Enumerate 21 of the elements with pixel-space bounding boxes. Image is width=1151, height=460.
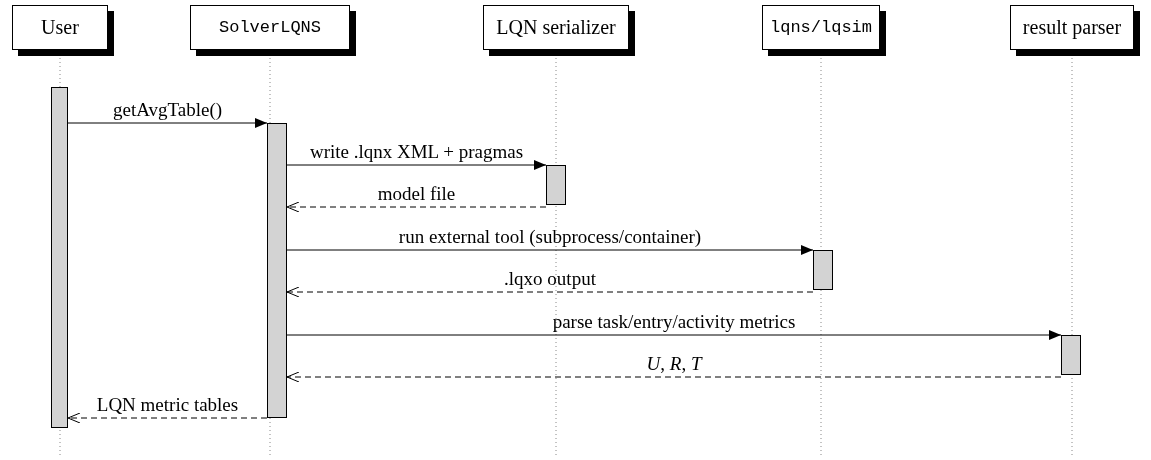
activation-bar bbox=[546, 165, 566, 205]
activation-bar bbox=[813, 250, 833, 290]
message-label: model file bbox=[377, 183, 456, 205]
message-label: U, R, T bbox=[646, 353, 702, 375]
message-arrow bbox=[286, 286, 814, 298]
message-arrow bbox=[286, 201, 547, 213]
message-arrow bbox=[286, 330, 1062, 340]
message-arrow bbox=[286, 245, 814, 255]
message-arrow bbox=[67, 118, 268, 128]
message-label: .lqxo output bbox=[504, 268, 596, 290]
activation-bar bbox=[267, 123, 287, 418]
message-label: write .lqnx XML + pragmas bbox=[309, 141, 524, 163]
message-arrow bbox=[67, 412, 268, 424]
activation-bar bbox=[51, 87, 68, 428]
message-label: parse task/entry/activity metrics bbox=[552, 311, 796, 333]
message-arrow bbox=[286, 160, 547, 170]
message-label: run external tool (subprocess/container) bbox=[398, 226, 702, 248]
message-label: LQN metric tables bbox=[96, 394, 239, 416]
message-label: getAvgTable() bbox=[112, 99, 223, 121]
activation-bar bbox=[1061, 335, 1081, 375]
message-arrow bbox=[286, 371, 1062, 383]
